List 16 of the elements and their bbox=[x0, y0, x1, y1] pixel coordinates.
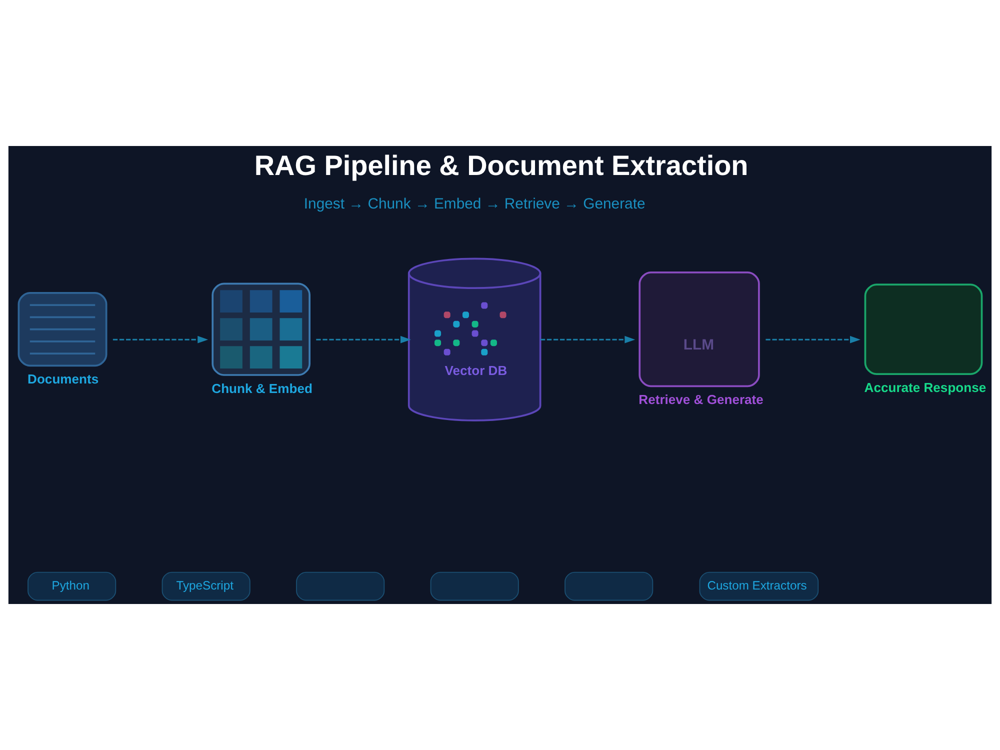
node-label: Chunk & Embed bbox=[212, 380, 312, 396]
node-box bbox=[296, 572, 385, 601]
node-box: TypeScript bbox=[162, 572, 250, 601]
arrow bbox=[112, 336, 208, 344]
node-box bbox=[430, 572, 519, 601]
arrow bbox=[316, 336, 411, 344]
label: Ingest → Chunk → Embed → Retrieve → Generate bbox=[304, 196, 646, 212]
node-box: Custom Extractors bbox=[699, 572, 819, 601]
diagram-title: RAG Pipeline & Document Extraction bbox=[254, 150, 748, 181]
node-label: Accurate Response bbox=[864, 380, 986, 395]
node-box: Python bbox=[28, 572, 116, 601]
node-label: Retrieve & Generate bbox=[638, 392, 764, 408]
arrow bbox=[766, 336, 860, 344]
node-box bbox=[564, 572, 654, 601]
arrow bbox=[540, 336, 636, 344]
node-label: Documents bbox=[28, 372, 99, 387]
